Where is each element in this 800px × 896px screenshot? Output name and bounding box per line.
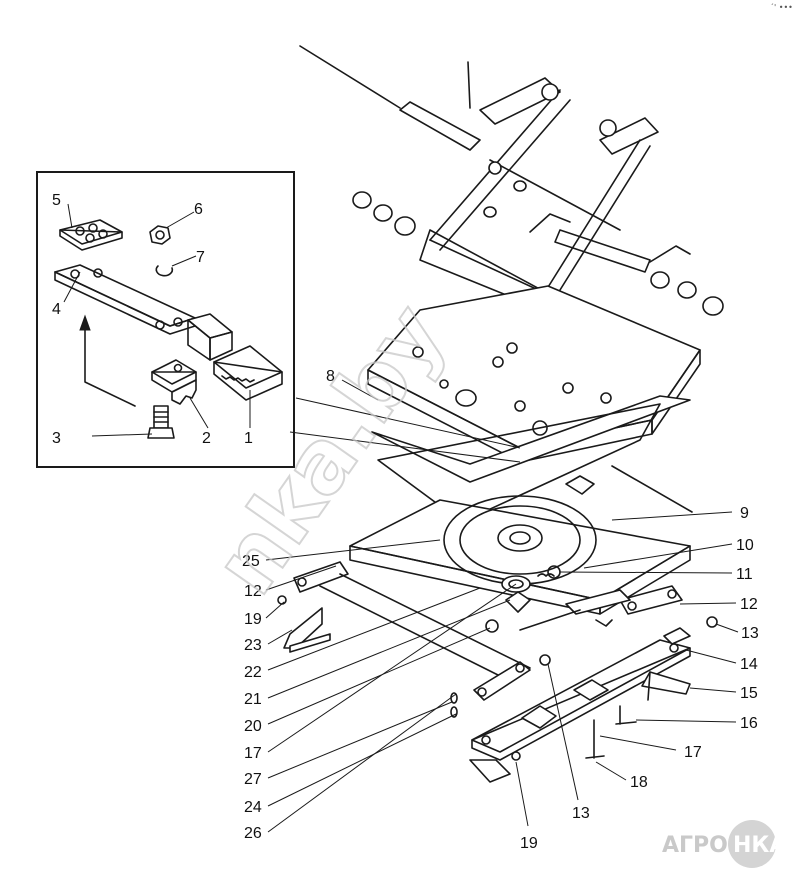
callout-7: 7 bbox=[196, 249, 205, 266]
callout-20: 20 bbox=[244, 718, 262, 735]
assembly-arrow bbox=[79, 314, 136, 407]
part-1-pad bbox=[213, 345, 283, 401]
callout-23: 23 bbox=[244, 637, 262, 654]
callout-13-bottom: 13 bbox=[572, 805, 590, 822]
callout-27: 27 bbox=[244, 771, 262, 788]
scissor-mechanism bbox=[299, 45, 724, 317]
part-3-bolt bbox=[147, 405, 175, 439]
callout-6: 6 bbox=[194, 201, 203, 218]
part-5-plate bbox=[59, 219, 123, 251]
callout-25: 25 bbox=[242, 553, 260, 570]
part-16-pin bbox=[615, 705, 637, 725]
callout-17-left: 17 bbox=[244, 745, 262, 762]
callout-1: 1 bbox=[244, 430, 253, 447]
callout-22: 22 bbox=[244, 664, 262, 681]
callout-14: 14 bbox=[740, 656, 758, 673]
logo-text-right: НКА bbox=[733, 833, 786, 858]
callout-24: 24 bbox=[244, 799, 262, 816]
callout-labels: 1 2 3 4 5 6 7 8 9 10 11 12 13 14 15 16 1… bbox=[52, 192, 759, 852]
callout-19-bottom: 19 bbox=[520, 835, 538, 852]
callout-3: 3 bbox=[52, 430, 61, 447]
callout-13-right: 13 bbox=[741, 625, 759, 642]
callout-9: 9 bbox=[740, 505, 749, 522]
part-4-strap bbox=[54, 264, 233, 361]
callout-16: 16 bbox=[740, 715, 758, 732]
logo-text-left: АГРО bbox=[662, 833, 728, 858]
callout-8: 8 bbox=[326, 368, 335, 385]
inset-frame bbox=[36, 171, 295, 468]
part-15-handle bbox=[641, 671, 691, 701]
callout-10: 10 bbox=[736, 537, 754, 554]
corner-mark: ´' ••• bbox=[770, 2, 793, 12]
callout-11: 11 bbox=[736, 566, 753, 583]
part-17-pin bbox=[585, 719, 605, 759]
callout-17-right: 17 bbox=[684, 744, 702, 761]
callout-19-left: 19 bbox=[244, 611, 262, 628]
part-2-bracket bbox=[151, 359, 197, 405]
callout-12-right: 12 bbox=[740, 596, 758, 613]
callout-15: 15 bbox=[740, 685, 758, 702]
lower-rails bbox=[277, 561, 718, 783]
callout-12-left: 12 bbox=[244, 583, 262, 600]
leader-lines bbox=[63, 203, 739, 833]
callout-21: 21 bbox=[244, 691, 262, 708]
part-7-washer bbox=[155, 265, 174, 277]
callout-4: 4 bbox=[52, 301, 61, 318]
callout-2: 2 bbox=[202, 430, 211, 447]
part-9-slide bbox=[371, 395, 693, 523]
callout-5: 5 bbox=[52, 192, 61, 209]
callout-26: 26 bbox=[244, 825, 262, 842]
agronka-logo: АГРО НКА bbox=[662, 820, 786, 868]
part-6-nut bbox=[149, 225, 171, 245]
callout-18: 18 bbox=[630, 774, 648, 791]
base-frame bbox=[349, 495, 691, 615]
